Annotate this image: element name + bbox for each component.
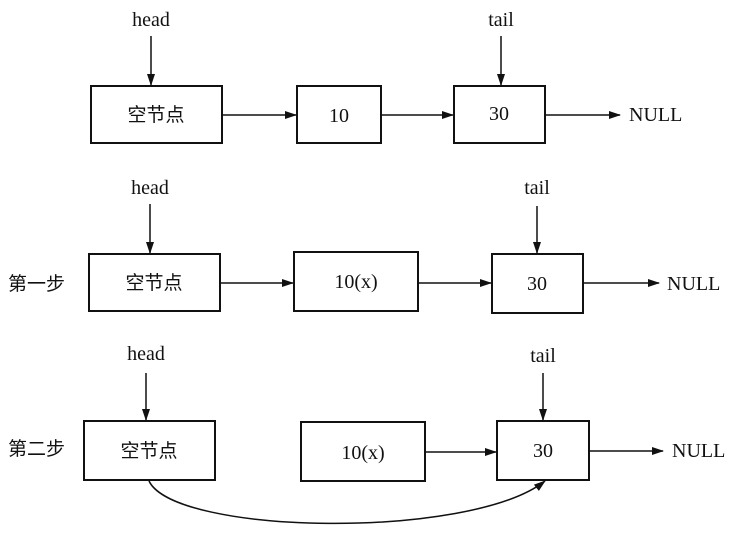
node-label: 10(x) (334, 271, 377, 293)
node-label: 10(x) (341, 442, 384, 464)
node-label: 30 (533, 440, 553, 462)
head-pointer-label: head (127, 343, 165, 365)
head-pointer-label: head (132, 9, 170, 31)
tail-pointer-label: tail (488, 9, 514, 31)
row-step-two: 第二步 head tail 空节点 10(x) 30 NULL (8, 343, 725, 525)
null-label: NULL (629, 104, 682, 126)
step-label: 第二步 (8, 438, 65, 460)
null-label: NULL (672, 440, 725, 462)
node-label: 10 (329, 105, 349, 127)
node-30 (453, 85, 546, 144)
step-label: 第一步 (8, 273, 65, 295)
row-initial: head tail 空节点 10 30 NULL (90, 9, 682, 144)
node-label: 空节点 (125, 272, 182, 294)
node-label: 30 (527, 273, 547, 295)
null-label: NULL (667, 273, 720, 295)
node-10x (293, 251, 419, 312)
node-30 (491, 253, 584, 314)
node-label: 空节点 (120, 440, 177, 462)
bypass-arrow (148, 480, 546, 525)
node-empty-header (88, 253, 221, 312)
row-step-one: 第一步 head tail 空节点 10(x) 30 NULL (8, 177, 720, 314)
node-label: 30 (489, 103, 509, 125)
node-30 (496, 420, 590, 481)
tail-pointer-label: tail (524, 177, 550, 199)
node-10 (296, 85, 382, 144)
head-pointer-label: head (131, 177, 169, 199)
tail-pointer-label: tail (530, 345, 556, 367)
node-empty-header (83, 420, 216, 481)
node-label: 空节点 (127, 104, 184, 126)
